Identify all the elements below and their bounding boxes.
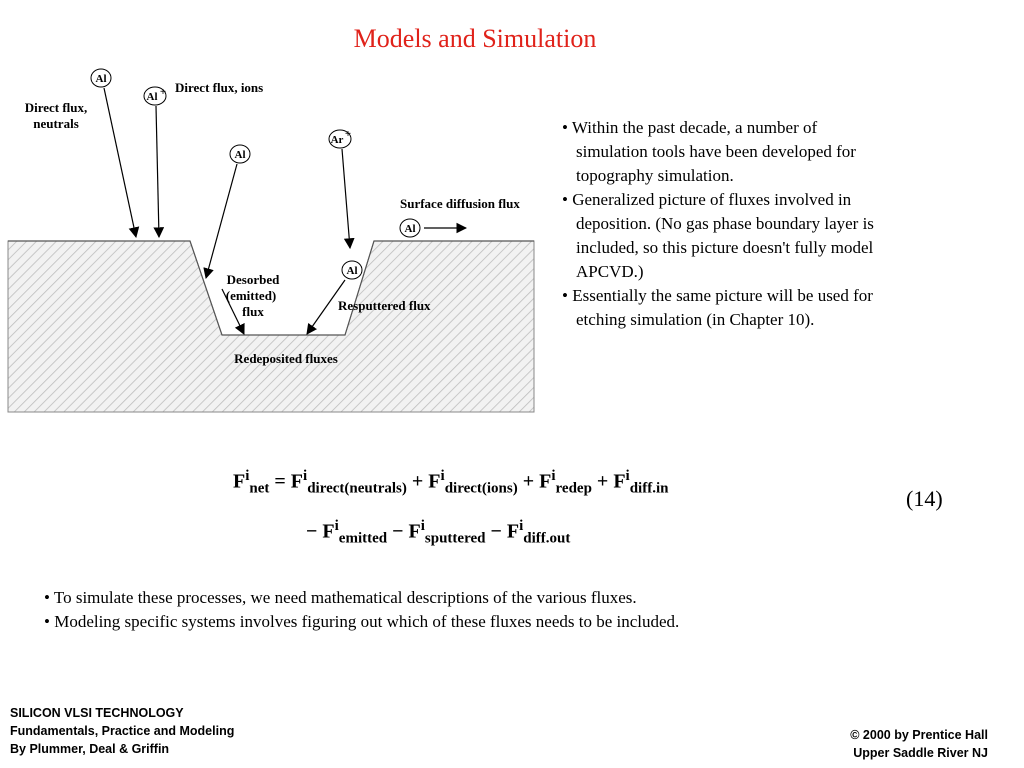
- label-desorbed-3: flux: [242, 304, 264, 319]
- label-desorbed-2: (emitted): [226, 288, 277, 303]
- atom-ar-ion-label: Ar: [331, 134, 344, 146]
- arrow-direct-ions: [153, 105, 165, 239]
- substrate-trench: [7, 240, 535, 413]
- arrow-direct-neutrals: [103, 87, 140, 239]
- arrow-desorbed-down: [203, 163, 238, 280]
- atom-al-desorbed: Al: [229, 144, 251, 164]
- footer-line: SILICON VLSI TECHNOLOGY: [10, 706, 184, 720]
- arrow-redeposit-left: [221, 288, 245, 335]
- bullet-item: • Within the past decade, a number of si…: [562, 118, 856, 185]
- footer-right: © 2000 by Prentice Hall Upper Saddle Riv…: [850, 726, 988, 762]
- bullet-item: • Essentially the same picture will be u…: [562, 286, 873, 329]
- equation-number: (14): [906, 486, 943, 511]
- eq-diff-out-sub: diff.out: [523, 530, 571, 547]
- atom-al-desorbed-label: Al: [235, 149, 246, 161]
- eq-emitted-sub: emitted: [338, 530, 388, 547]
- atom-al-resputtered: Al: [341, 260, 363, 280]
- label-resputtered: Resputtered flux: [338, 298, 431, 313]
- label-desorbed-1: Desorbed: [227, 272, 280, 287]
- label-direct-ions: Direct flux, ions: [175, 80, 263, 95]
- eq-lhs-sub: net: [249, 480, 270, 497]
- arrow-ar-down: [341, 148, 355, 250]
- atom-al-surface: Al: [399, 218, 421, 238]
- arrow-resputter-down: [306, 279, 346, 335]
- eq-sputtered-sub: sputtered: [424, 530, 486, 547]
- bullet-item: • Generalized picture of fluxes involved…: [562, 190, 874, 281]
- atom-al-surface-label: Al: [405, 223, 416, 235]
- slide-title: Models and Simulation: [353, 24, 597, 53]
- atom-al-ion: Al +: [143, 86, 167, 106]
- eq-direct-neutrals-sub: direct(neutrals): [307, 480, 407, 497]
- atom-al-direct: Al: [90, 68, 112, 88]
- label-redeposited: Redeposited fluxes: [234, 351, 338, 366]
- label-direct-neutrals-1: Direct flux,: [25, 100, 88, 115]
- atom-al-ion-charge: +: [160, 86, 166, 98]
- atom-ar-ion: Ar +: [328, 128, 352, 149]
- eq-redep-sub: redep: [555, 480, 592, 497]
- label-surface-diffusion: Surface diffusion flux: [400, 196, 520, 211]
- atom-al-resputtered-label: Al: [347, 265, 358, 277]
- flux-diagram: Al Al + Al Ar + Al Al Direct flux, ions …: [7, 68, 535, 413]
- footer-line: By Plummer, Deal & Griffin: [10, 742, 170, 756]
- bullet-list-right: • Within the past decade, a number of si…: [562, 116, 892, 332]
- equation-line-2: − Fiemitted − Fisputtered − Fidiff.out: [306, 518, 571, 547]
- eq-diff-in-sub: diff.in: [629, 480, 669, 497]
- atom-al-direct-label: Al: [96, 73, 107, 85]
- label-direct-neutrals-2: neutrals: [33, 116, 79, 131]
- eq-direct-ions-sub: direct(ions): [444, 480, 518, 497]
- bullet-list-bottom: • To simulate these processes, we need m…: [44, 586, 704, 634]
- bullet-item: • To simulate these processes, we need m…: [44, 588, 637, 607]
- footer-line: © 2000 by Prentice Hall: [850, 728, 988, 742]
- bullet-item: • Modeling specific systems involves fig…: [44, 612, 680, 631]
- footer-left: SILICON VLSI TECHNOLOGY Fundamentals, Pr…: [10, 704, 234, 758]
- atom-al-ion-label: Al: [147, 91, 158, 103]
- atom-ar-ion-charge: +: [345, 128, 351, 140]
- footer-line: Fundamentals, Practice and Modeling: [10, 724, 235, 738]
- equation-line-1: Finet = Fidirect(neutrals) + Fidirect(io…: [233, 468, 669, 497]
- footer-line: Upper Saddle River NJ: [853, 746, 988, 760]
